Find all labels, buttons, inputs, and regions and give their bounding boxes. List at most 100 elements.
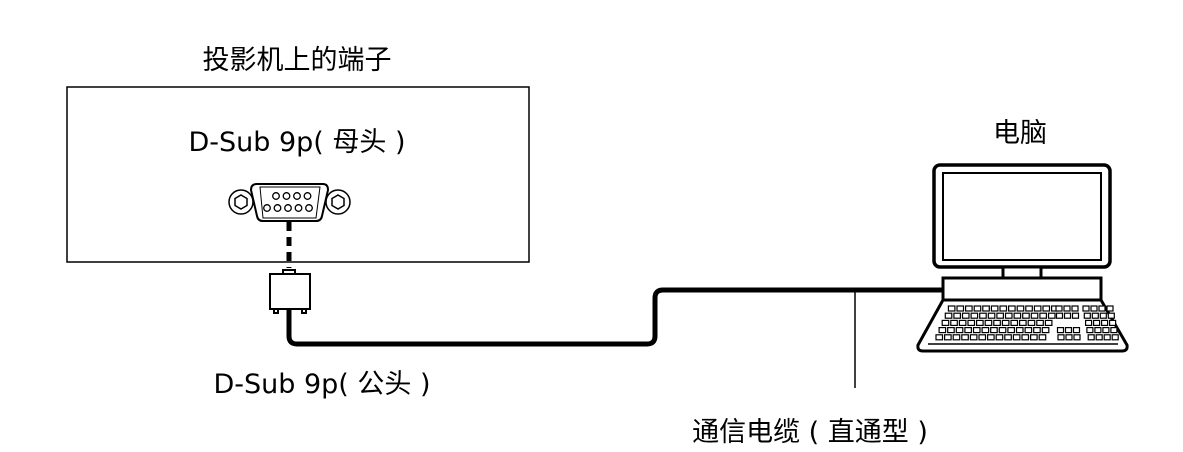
keyboard-key [1086, 327, 1094, 334]
keyboard-key [995, 334, 1004, 341]
keyboard-key [1110, 327, 1118, 334]
keyboard-key [1036, 319, 1044, 326]
keyboard-key [1103, 334, 1111, 341]
keyboard-key [979, 312, 987, 319]
keyboard-key [1095, 334, 1103, 341]
keyboard-key [990, 305, 999, 312]
keyboard-key [986, 334, 995, 341]
keyboard-key [1004, 334, 1012, 341]
keyboard-key [1015, 327, 1024, 334]
keyboard-key [952, 334, 961, 341]
keyboard-key [1087, 334, 1095, 341]
keyboard-key [970, 312, 979, 319]
keyboard-key [1001, 319, 1010, 326]
keyboard-key [1083, 312, 1091, 319]
keyboard-key [958, 319, 967, 326]
keyboard-key [982, 305, 990, 312]
keyboard-key [1033, 327, 1041, 334]
keyboard-key [1027, 319, 1036, 326]
computer-icon [916, 163, 1129, 353]
keyboard-key [943, 334, 952, 341]
keyboard-key [947, 305, 956, 312]
keyboard-key [1063, 312, 1072, 319]
computer-label: 电脑 [993, 118, 1047, 149]
keyboard-key [1064, 327, 1073, 334]
connector-pin [273, 204, 282, 212]
keyboard-key [1044, 319, 1053, 326]
keyboard-key [1057, 334, 1065, 341]
keyboard-key [1084, 319, 1093, 326]
keyboard-key [1029, 334, 1038, 341]
keyboard-key [1056, 327, 1065, 334]
keyboard-key [1092, 319, 1101, 326]
keyboard-key [967, 319, 976, 326]
dsub-male-connector-icon [269, 269, 311, 314]
keyboard-key [1047, 312, 1056, 319]
keyboard-key [1108, 319, 1117, 326]
keyboard-key [1082, 305, 1090, 312]
keyboard-key [1099, 312, 1107, 319]
projector-terminal-title: 投影机上的端子 [202, 45, 392, 76]
male-connector-label: D-Sub 9p( 公头 ) [213, 369, 431, 400]
keyboard-key [1055, 305, 1063, 312]
keyboard-key [1022, 312, 1030, 319]
keyboard-key [1094, 327, 1102, 334]
keyboard-key [1055, 312, 1064, 319]
keyboard-key [956, 305, 965, 312]
keyboard-key [1021, 334, 1030, 341]
keyboard-key [1033, 305, 1042, 312]
keyboard-key [1073, 334, 1081, 341]
keyboard-key [1071, 305, 1079, 312]
keyboard-key [941, 319, 950, 326]
keyboard-key [1042, 305, 1051, 312]
keyboard-key [1106, 305, 1114, 312]
connector-pin [303, 192, 312, 200]
keyboard-key [984, 319, 993, 326]
keyboard-key [961, 334, 969, 341]
connector-pin [293, 192, 301, 200]
keyboard-key [996, 312, 1005, 319]
keyboard-key [1039, 312, 1048, 319]
keyboard-key [999, 305, 1008, 312]
projector-terminal-panel [66, 86, 530, 263]
keyboard-key [1013, 312, 1022, 319]
keyboard-key [1007, 305, 1016, 312]
keyboard-key [969, 334, 978, 341]
keyboard-key [955, 327, 964, 334]
keyboard-key [1012, 334, 1021, 341]
keyboard-key [1063, 305, 1071, 312]
keyboard-key [1071, 312, 1080, 319]
keyboard-key [1065, 334, 1073, 341]
keyboard-key [975, 319, 984, 326]
keyboard-key [944, 312, 953, 319]
keyboard-key [981, 327, 990, 334]
keyboard-key [973, 305, 982, 312]
keyboard-key [1100, 319, 1109, 326]
keyboard-key [961, 312, 970, 319]
keyboard-key [1007, 327, 1016, 334]
connector-pin [284, 204, 292, 212]
keyboard-key [1038, 334, 1047, 341]
keyboard-key [1030, 312, 1039, 319]
keyboard-key [950, 319, 958, 326]
keyboard-key [964, 305, 973, 312]
keyboard-key [1041, 327, 1050, 334]
keyboard-key [993, 319, 1001, 326]
keyboard-key [1016, 305, 1025, 312]
keyboard-key [964, 327, 973, 334]
connector-pin [294, 204, 303, 212]
keyboard-key [978, 334, 987, 341]
dsub-female-connector-icon [228, 183, 351, 222]
keyboard-key [1090, 305, 1098, 312]
connector-pin [282, 192, 291, 200]
keyboard-key [953, 312, 962, 319]
connector-pin [305, 204, 313, 212]
keyboard-key [1111, 334, 1119, 341]
cable-type-label: 通信电缆 ( 直通型 ) [692, 417, 928, 448]
communication-cable [286, 287, 945, 347]
connector-pin [263, 204, 271, 212]
keyboard-key [938, 327, 947, 334]
keyboard-key [987, 312, 996, 319]
keyboard-key [990, 327, 998, 334]
